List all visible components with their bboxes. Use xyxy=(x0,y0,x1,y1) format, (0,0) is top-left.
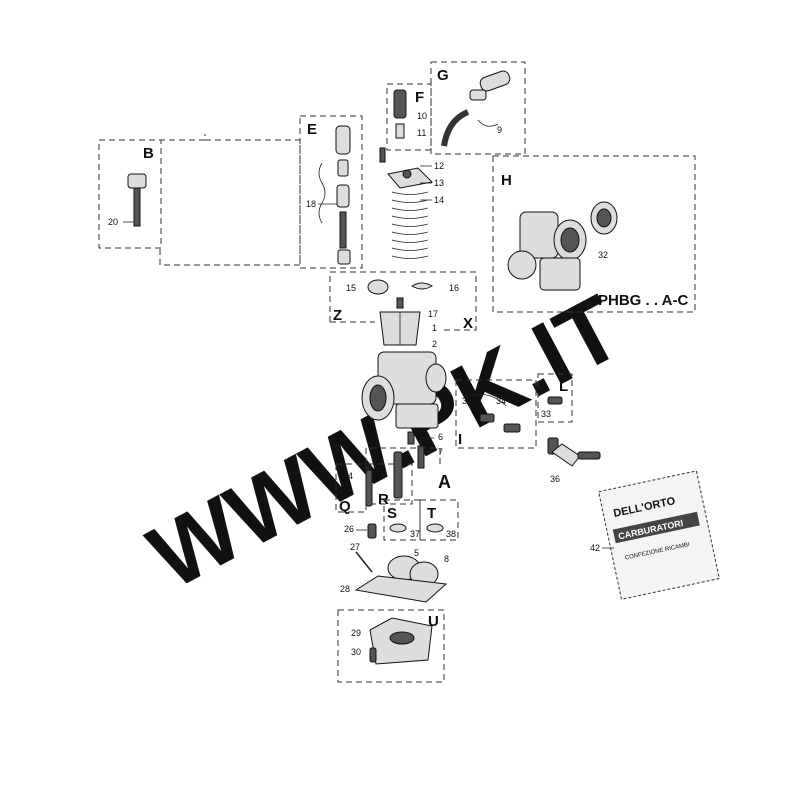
part-label-37: 37 xyxy=(410,529,420,539)
phbg-carburetor-body xyxy=(507,211,587,291)
float-bowl xyxy=(369,617,433,665)
part-label-17: 17 xyxy=(428,309,438,319)
part-label-36: 36 xyxy=(550,474,560,484)
mixture-screw-parts xyxy=(469,393,521,433)
group-t-box xyxy=(419,499,459,541)
group-h-box xyxy=(492,155,696,313)
part-label-29: 29 xyxy=(351,628,361,638)
choke-cable-parts xyxy=(441,70,511,147)
throttle-slide xyxy=(379,297,421,346)
group-label-l: L xyxy=(559,378,568,395)
group-label-h: H xyxy=(501,172,512,189)
spare-parts-kit-bag: DELL'ORTO CARBURATORI CONFEZIONE RICAMBI xyxy=(598,470,720,600)
group-label-u: U xyxy=(428,613,439,630)
jet-part-33 xyxy=(547,396,563,405)
model-label: PHBG . . A-C xyxy=(598,292,688,309)
emulsion-tube-part-3 xyxy=(393,451,403,499)
washer-part-38 xyxy=(426,523,444,533)
needle-valve-part-26 xyxy=(367,523,377,539)
idle-screw-part xyxy=(123,173,147,227)
part-label-6: 6 xyxy=(438,432,443,442)
group-r-box xyxy=(367,463,413,505)
needle-parts xyxy=(318,125,351,265)
part-label-27: 27 xyxy=(350,542,360,552)
part-label-16: 16 xyxy=(449,283,459,293)
part-label-12: 12 xyxy=(434,161,444,171)
group-label-f: F xyxy=(415,89,424,106)
pin-part-27 xyxy=(355,551,373,573)
part-label-7: 7 xyxy=(438,447,443,457)
group-label-b: B xyxy=(143,145,154,162)
part-label-10: 10 xyxy=(417,111,427,121)
group-r-connector xyxy=(365,447,441,464)
float-and-gasket xyxy=(354,555,448,603)
part-label-18: 18 xyxy=(306,199,316,209)
part-label-1: 1 xyxy=(432,323,437,333)
group-label-g: G xyxy=(437,67,449,84)
part-label-28: 28 xyxy=(340,584,350,594)
throttle-cap-spring xyxy=(379,147,434,259)
part-label-34: 34 xyxy=(496,396,506,406)
part-label-32: 32 xyxy=(598,250,608,260)
part-label-2: 2 xyxy=(432,339,437,349)
air-filter-ring xyxy=(590,201,618,235)
part-label-15: 15 xyxy=(346,283,356,293)
group-label-x: X xyxy=(463,315,473,332)
group-g-box xyxy=(430,61,526,155)
group-f-box xyxy=(386,83,432,151)
carburetor-main-body xyxy=(361,351,447,429)
jet-part-6 xyxy=(407,431,415,445)
group-e-box xyxy=(299,115,363,269)
part-label-26: 26 xyxy=(344,524,354,534)
jet-part-7 xyxy=(417,445,425,469)
part-label-13: 13 xyxy=(434,178,444,188)
part-label-3: 3 xyxy=(377,451,382,461)
part-label-35: 35 xyxy=(462,396,472,406)
part-label-38: 38 xyxy=(446,529,456,539)
part-label-33: 33 xyxy=(541,409,551,419)
group-zx-box xyxy=(329,271,477,331)
part-label-42: 42 xyxy=(590,543,600,553)
part-label-4: 4 xyxy=(348,471,353,481)
cable-adjuster-parts xyxy=(393,89,407,139)
part-label-14: 14 xyxy=(434,195,444,205)
group-label-s: S xyxy=(387,505,397,522)
group-l-box xyxy=(537,373,573,423)
part-label-11: 11 xyxy=(417,128,426,138)
group-u-box xyxy=(337,609,445,683)
part-label-9: 9 xyxy=(497,125,502,135)
jet-part-4 xyxy=(365,469,373,507)
group-label-a: A xyxy=(438,472,451,492)
washer-part-37 xyxy=(389,523,407,533)
group-label-i: I xyxy=(458,431,462,448)
fitting-part-36 xyxy=(547,437,601,467)
group-label-e: E xyxy=(307,121,317,138)
group-label-q: Q xyxy=(339,498,351,515)
part-label-20: 20 xyxy=(108,217,118,227)
group-label-t: T xyxy=(427,505,436,522)
group-label-z: Z xyxy=(333,307,342,324)
part-label-30: 30 xyxy=(351,647,361,657)
part-label-5: 5 xyxy=(414,548,419,558)
part-label-8: 8 xyxy=(444,554,449,564)
cap-and-clip xyxy=(367,279,433,295)
group-i-box xyxy=(455,379,537,449)
